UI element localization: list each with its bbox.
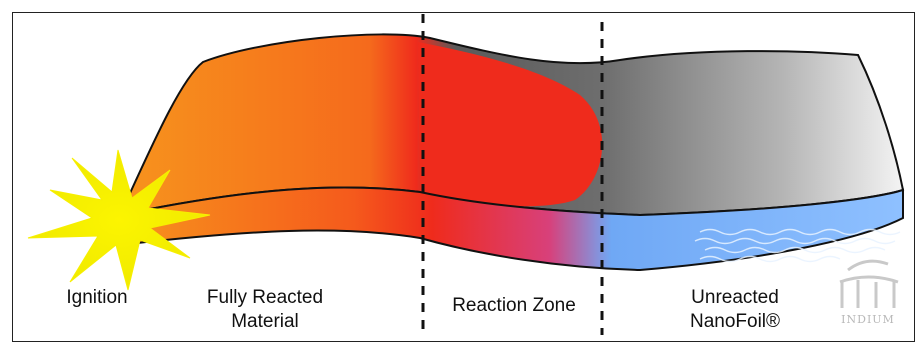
label-fully-reacted: Fully Reacted Material (206, 287, 324, 332)
indium-logo-icon (839, 259, 899, 308)
foil-illustration (27, 14, 905, 335)
label-ignition: Ignition (66, 287, 128, 308)
label-unreacted-nanofoil: Unreacted NanoFoil® (689, 287, 781, 332)
label-reaction-zone: Reaction Zone (452, 295, 576, 316)
ignition-burst-icon (27, 149, 211, 291)
nanofoil-reaction-diagram: Ignition Fully Reacted Material Reaction… (12, 12, 915, 342)
reaction-zone-blob (418, 42, 603, 207)
indium-logo-text: INDIUM (841, 313, 895, 326)
foil-wave-pattern (694, 228, 901, 263)
